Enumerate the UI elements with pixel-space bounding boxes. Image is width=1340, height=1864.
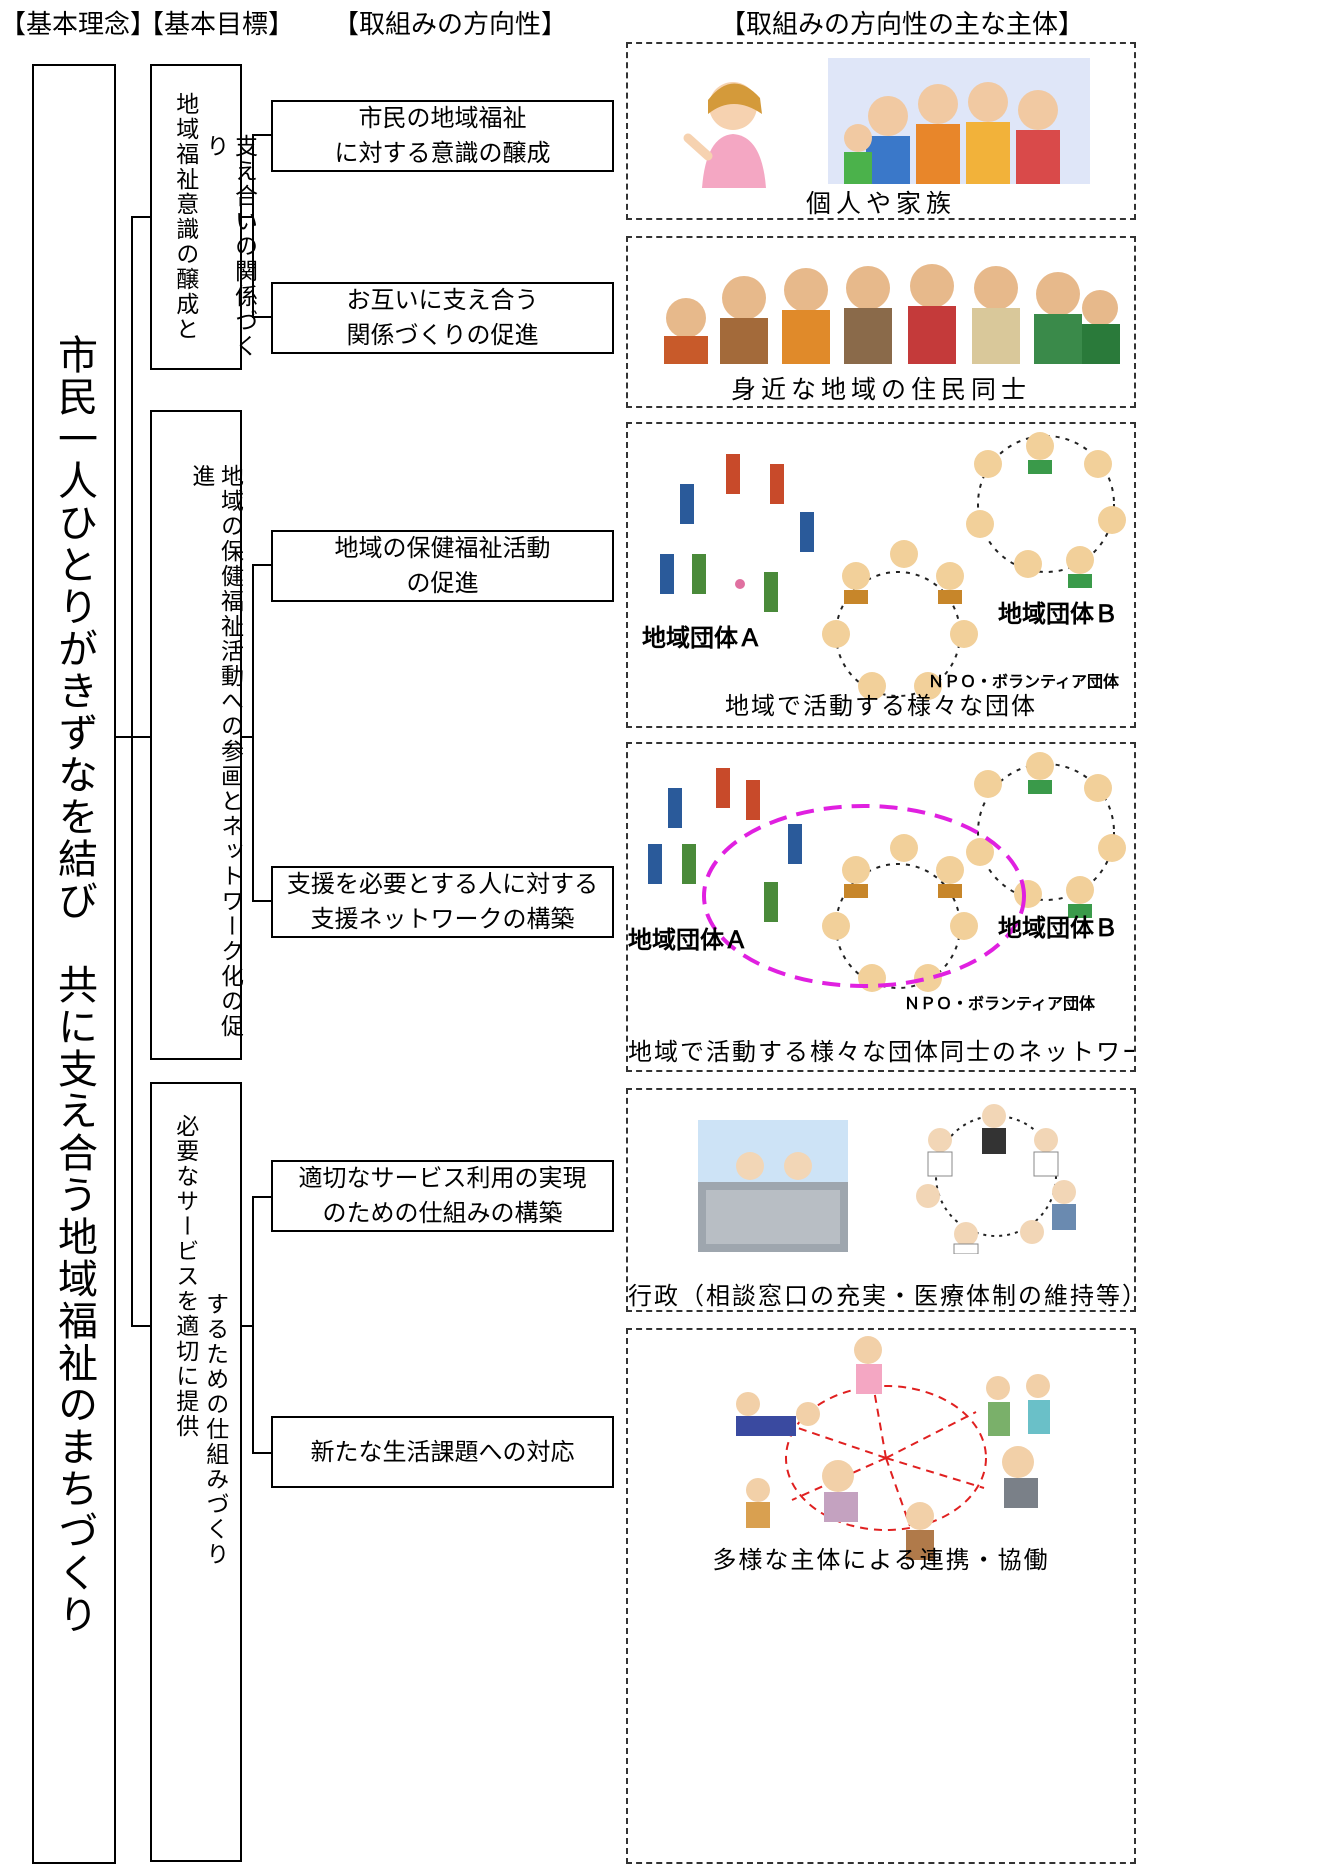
individual-illustration [683,82,766,188]
actor-caption-5: 行政（相談窓口の充実・医療体制の維持等） [628,1282,1136,1310]
goal-box-1: 支え合いの関係づくり 地域福祉意識の醸成と [150,64,257,370]
connector-goal2-trunk [252,564,254,902]
connector-goal3-trunk [252,1196,254,1454]
philosophy-text: 市民一人ひとりがきずなを結び 共に支え合う地域福祉のまちづくり [51,334,97,1636]
direction-box-6: 新たな生活課題への対応 [271,1416,614,1488]
direction-5-line1: 適切なサービス利用の実現 [298,1164,587,1193]
connector-goal-3 [131,1325,151,1327]
direction-2-line1: お互いに支え合う [346,286,539,315]
header-actors: 【取組みの方向性の主な主体】 [720,10,1085,40]
connector-dir-1 [252,134,272,136]
group-a-label-2: 地域団体Ａ [628,926,748,954]
direction-3-line1: 地域の保健福祉活動 [334,534,551,563]
groups-illustration [660,432,1126,700]
direction-5-line2: のための仕組みの構築 [322,1199,563,1227]
actor-panel-1: 個人や家族 [626,42,1136,220]
group-b-label-1: 地域団体Ｂ [998,600,1118,628]
connector-philosophy-out [116,736,132,738]
direction-box-1: 市民の地域福祉 に対する意識の醸成 [271,100,614,172]
npo-label-1: ＮＰＯ・ボランティア団体 [928,672,1120,691]
actor-panel-3: 地域団体Ａ 地域団体Ｂ ＮＰＯ・ボランティア団体 地域で活動する様々な団体 [626,422,1136,728]
connector-goal1-out [241,216,253,218]
direction-4-line2: 支援ネットワークの構築 [310,905,575,933]
actor-caption-3: 地域で活動する様々な団体 [725,692,1037,720]
goal-1-line2: 支え合いの関係づくり [201,134,257,359]
direction-4-line1: 支援を必要とする人に対する [286,870,599,899]
direction-box-5: 適切なサービス利用の実現 のための仕組みの構築 [271,1160,614,1232]
direction-2-line2: 関係づくりの促進 [346,321,539,349]
philosophy-box: 市民一人ひとりがきずなを結び 共に支え合う地域福祉のまちづくり [32,64,116,1864]
direction-1-line2: に対する意識の醸成 [334,139,551,167]
connector-goal1-trunk [252,134,254,318]
direction-3-line2: の促進 [406,569,479,597]
npo-label-2: ＮＰＯ・ボランティア団体 [904,994,1096,1013]
direction-1-line1: 市民の地域福祉 [358,104,527,133]
actor-panel-5: 行政（相談窓口の充実・医療体制の維持等） [626,1088,1136,1312]
connector-goal3-out [241,1325,253,1327]
header-goals: 【基本目標】 [138,10,295,40]
direction-box-2: お互いに支え合う 関係づくりの促進 [271,282,614,354]
connector-philosophy-trunk [131,216,133,1326]
actor-panel-6: 多様な主体による連携・協働 [626,1328,1136,1864]
connector-dir-2 [252,316,272,318]
connector-goal-1 [131,216,151,218]
neighbors-illustration [664,264,1120,364]
goal-1-line1: 地域福祉意識の醸成と [171,92,198,342]
connector-dir-4 [252,900,272,902]
network-illustration [648,752,1126,992]
group-a-label-1: 地域団体Ａ [642,624,762,652]
connector-goal-2 [131,736,151,738]
goal-box-2: 地域の保健福祉活動への参画とネットワーク化の促進 [150,410,243,1060]
header-philosophy: 【基本理念】 [0,10,157,40]
actor-caption-2: 身近な地域の住民同士 [730,375,1031,404]
actor-panel-4: 地域団体Ａ 地域団体Ｂ ＮＰＯ・ボランティア団体 地域で活動する様々な団体同士の… [626,742,1136,1072]
actor-caption-4: 地域で活動する様々な団体同士のネットワーク [628,1038,1136,1066]
connector-goal2-out [241,736,253,738]
collaboration-illustration [736,1336,1050,1560]
header-directions: 【取組みの方向性】 [333,10,568,40]
connector-dir-3 [252,564,272,566]
direction-6-line1: 新たな生活課題への対応 [310,1437,575,1466]
direction-box-3: 地域の保健福祉活動 の促進 [271,530,614,602]
goal-3-line2: するための仕組みづくり [201,1292,228,1567]
direction-box-4: 支援を必要とする人に対する 支援ネットワークの構築 [271,866,614,938]
actor-caption-6: 多様な主体による連携・協働 [712,1546,1050,1574]
family-illustration [828,58,1090,184]
connector-dir-6 [252,1452,272,1454]
group-b-label-2: 地域団体Ｂ [998,914,1118,942]
medical-staff-illustration [916,1104,1076,1254]
actor-panel-2: 身近な地域の住民同士 [626,236,1136,408]
goal-box-3: するための仕組みづくり 必要なサービスを適切に提供 [150,1082,242,1862]
goal-2-line1: 地域の保健福祉活動への参画とネットワーク化の促進 [187,464,243,1039]
actor-caption-1: 個人や家族 [805,189,956,218]
counter-illustration [698,1120,848,1252]
connector-dir-5 [252,1196,272,1198]
goal-3-line1: 必要なサービスを適切に提供 [171,1114,198,1439]
